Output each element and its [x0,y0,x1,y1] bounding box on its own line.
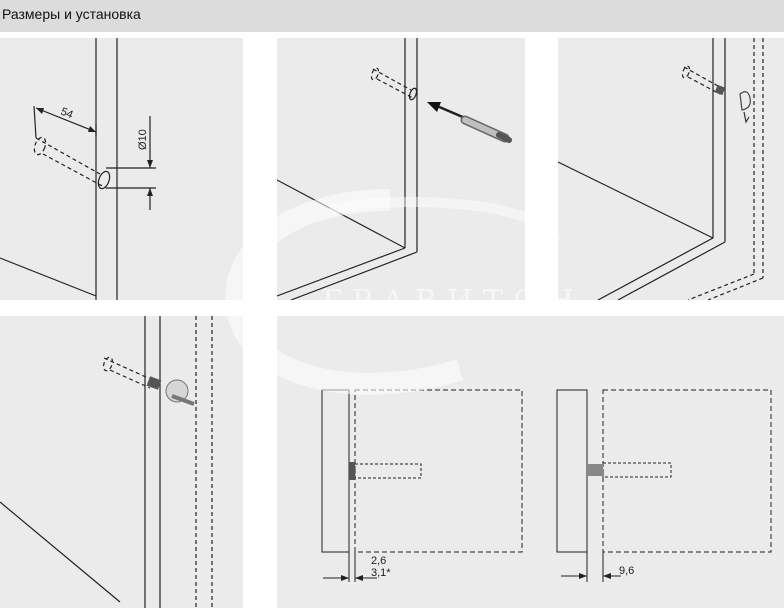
protrusion-label: 9,6 [619,565,634,577]
page-title: Размеры и установка [2,6,141,22]
panel-gap-dimensions: 2,6 3,1* 9,6 [277,316,784,608]
drill-distance-label: 54 [59,106,75,122]
panel-insert-latch [277,38,525,300]
gap-dimension-drawing: 2,6 3,1* 9,6 [321,389,772,582]
watermark-text: ГРАВИТОН [322,284,584,319]
panel-latch-installed [558,38,784,300]
installed-illustration [558,38,764,300]
page-header: Размеры и установка [0,0,784,32]
hole-diameter-label: Ø10 [137,129,149,150]
gap-alt-label: 3,1* [371,567,391,579]
panel-striker-plate [0,316,243,608]
panel-drilling-dimensions: 54 Ø10 [0,38,243,300]
gap-standard-label: 2,6 [371,555,386,567]
insert-illustration [277,38,512,300]
striker-illustration [0,316,213,608]
drilling-illustration: 54 Ø10 [0,38,156,300]
